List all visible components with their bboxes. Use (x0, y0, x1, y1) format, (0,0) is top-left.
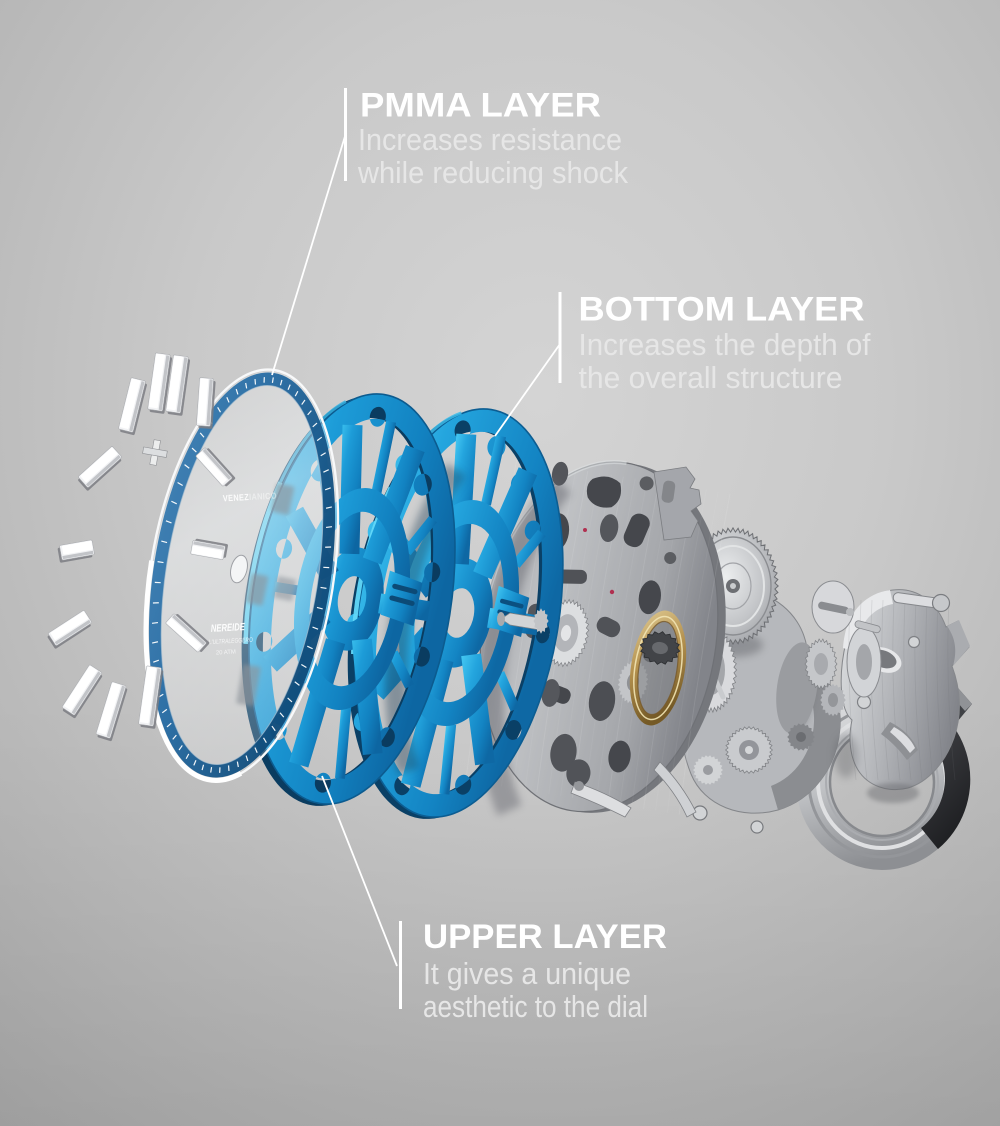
svg-text:BOTTOM LAYER: BOTTOM LAYER (579, 291, 865, 329)
svg-text:aesthetic to the dial: aesthetic to the dial (423, 989, 648, 1024)
svg-text:UPPER LAYER: UPPER LAYER (423, 918, 667, 956)
svg-text:PMMA LAYER: PMMA LAYER (360, 87, 601, 125)
svg-text:L'ULTRALEGGERO: L'ULTRALEGGERO (209, 637, 253, 646)
svg-text:It gives a unique: It gives a unique (423, 956, 631, 991)
svg-text:while reducing shock: while reducing shock (357, 155, 628, 190)
svg-text:NEREIDE: NEREIDE (211, 621, 246, 635)
svg-text:20 ATM: 20 ATM (216, 649, 236, 656)
svg-text:the overall structure: the overall structure (579, 360, 843, 395)
svg-text:VENEZIANICO: VENEZIANICO (223, 491, 277, 504)
svg-text:Increases the depth of: Increases the depth of (579, 327, 871, 362)
svg-text:Increases resistance: Increases resistance (358, 122, 622, 157)
